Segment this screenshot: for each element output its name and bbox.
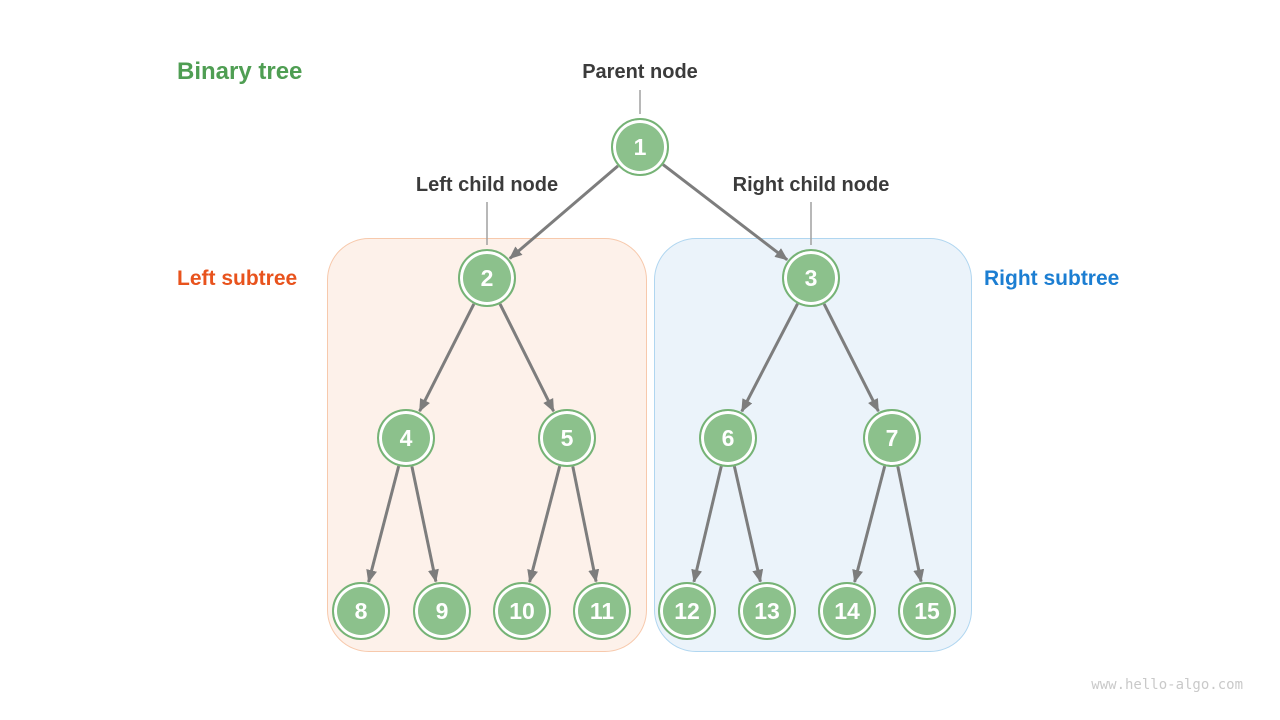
watermark: www.hello-algo.com <box>1091 677 1243 693</box>
tree-node-15: 15 <box>898 582 956 640</box>
tree-node-2-value: 2 <box>480 264 494 291</box>
tree-node-15-value: 15 <box>914 597 940 624</box>
tree-node-11-value: 11 <box>589 597 615 624</box>
tree-node-13: 13 <box>738 582 796 640</box>
tree-node-13-value: 13 <box>754 597 780 624</box>
tree-node-8-value: 8 <box>354 597 368 624</box>
tree-node-4: 4 <box>377 409 435 467</box>
tree-node-10-value: 10 <box>509 597 535 624</box>
tree-node-9: 9 <box>413 582 471 640</box>
figure-title: Binary tree <box>177 58 303 85</box>
tree-node-7: 7 <box>863 409 921 467</box>
tree-node-5-value: 5 <box>560 424 574 451</box>
tree-node-14-value: 14 <box>834 597 860 624</box>
tree-node-10: 10 <box>493 582 551 640</box>
tree-node-12: 12 <box>658 582 716 640</box>
tree-node-6-value: 6 <box>721 424 735 451</box>
right-child-node-label: Right child node <box>732 174 890 196</box>
tree-node-3-value: 3 <box>804 264 818 291</box>
tree-node-12-value: 12 <box>674 597 700 624</box>
left-subtree-label: Left subtree <box>177 267 298 290</box>
tree-node-6: 6 <box>699 409 757 467</box>
tree-node-1: 1 <box>611 118 669 176</box>
tree-node-5: 5 <box>538 409 596 467</box>
tree-node-4-value: 4 <box>399 424 413 451</box>
tree-node-3: 3 <box>782 249 840 307</box>
tree-node-1-value: 1 <box>633 133 647 160</box>
tree-node-8: 8 <box>332 582 390 640</box>
tree-node-11: 11 <box>573 582 631 640</box>
tree-node-7-value: 7 <box>885 424 899 451</box>
parent-node-label: Parent node <box>582 61 698 83</box>
tree-node-14: 14 <box>818 582 876 640</box>
left-child-node-label: Left child node <box>415 174 559 196</box>
right-subtree-label: Right subtree <box>984 267 1120 290</box>
tree-node-2: 2 <box>458 249 516 307</box>
tree-node-9-value: 9 <box>435 597 449 624</box>
